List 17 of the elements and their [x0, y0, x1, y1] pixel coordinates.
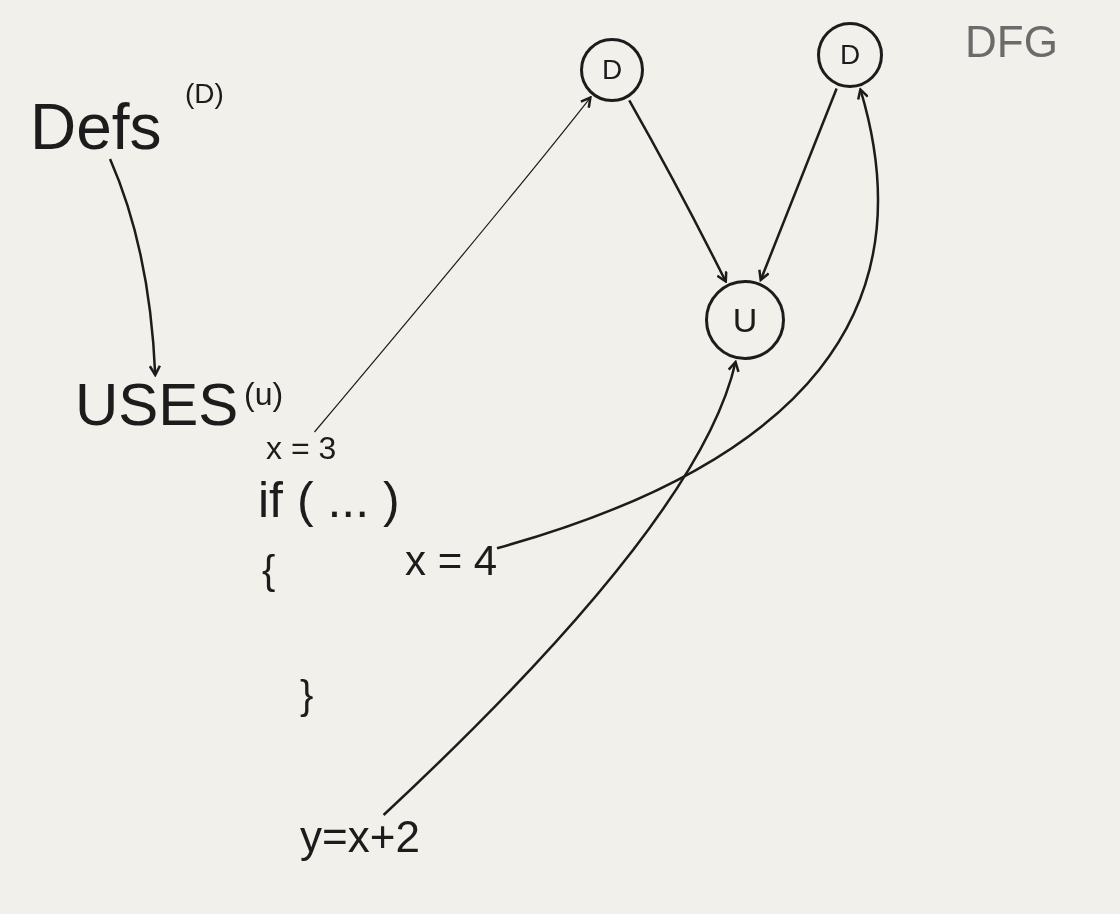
- arrow: [496, 88, 880, 550]
- arrow: [628, 99, 728, 283]
- code-text: if ( ... ): [258, 475, 400, 525]
- code-text: y=x+2: [300, 815, 420, 859]
- code-text: x = 3: [266, 432, 337, 464]
- annotation-text: (u): [244, 378, 284, 410]
- annotation-text: (D): [185, 80, 224, 108]
- arrow: [108, 158, 161, 377]
- code-text: DFG: [965, 20, 1058, 64]
- arrow: [758, 87, 838, 282]
- code-text: x = 4: [405, 540, 498, 582]
- code-text: {: [262, 550, 276, 590]
- code-text: USES: [75, 375, 239, 435]
- code-text: }: [300, 675, 314, 715]
- arrow: [313, 96, 592, 433]
- code-text: Defs: [30, 95, 162, 159]
- arrow: [382, 360, 740, 816]
